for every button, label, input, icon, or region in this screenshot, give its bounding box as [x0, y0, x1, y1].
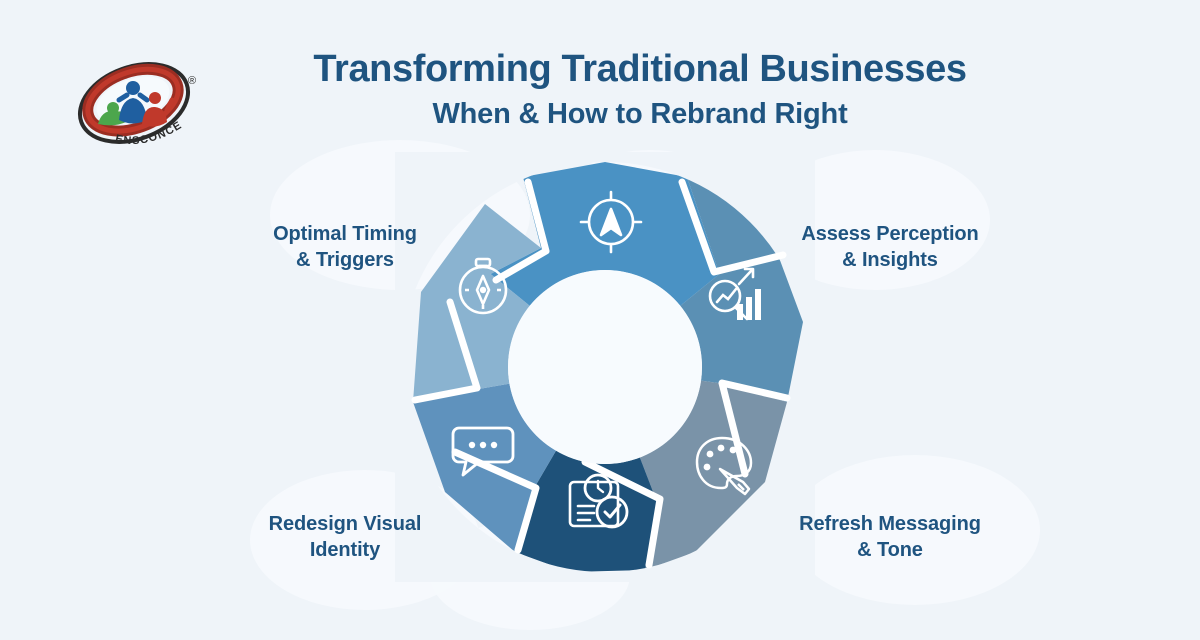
- label-optimal-timing-line1: Optimal Timing: [273, 223, 417, 245]
- label-optimal-timing: Optimal Timing & Triggers: [205, 222, 485, 273]
- page-subtitle: When & How to Rebrand Right: [432, 97, 848, 130]
- divider-6: [411, 298, 481, 404]
- divider-4: [581, 458, 664, 569]
- label-redesign-identity: Redesign Visual Identity: [205, 512, 485, 563]
- document-clock-check-icon: [568, 473, 629, 529]
- divider-1: [492, 178, 550, 284]
- ensconce-logo: ENSCONCE ®: [72, 48, 202, 153]
- chat-bubble-dots-icon: [451, 426, 515, 477]
- label-redesign-identity-line1: Redesign Visual: [268, 513, 422, 535]
- label-refresh-messaging-line2: & Tone: [857, 538, 923, 561]
- compass-needle-icon: [458, 257, 508, 315]
- compass-target-icon: [579, 190, 643, 254]
- label-assess-perception-line2: & Insights: [842, 248, 938, 271]
- paint-palette-icon: [695, 436, 753, 496]
- label-assess-perception: Assess Perception & Insights: [740, 222, 1040, 273]
- label-optimal-timing-line2: & Triggers: [296, 248, 394, 271]
- title-block: Transforming Traditional Businesses When…: [260, 48, 1020, 131]
- registered-trademark-icon: ®: [188, 75, 196, 87]
- divider-2: [678, 178, 787, 276]
- label-refresh-messaging-line1: Refresh Messaging: [799, 513, 981, 535]
- donut-center-hole: [508, 270, 702, 464]
- label-assess-perception-line1: Assess Perception: [801, 223, 979, 245]
- rebrand-cycle-chart: [395, 152, 815, 582]
- divider-3: [718, 379, 791, 478]
- divider-5: [451, 448, 540, 554]
- magnifier-bar-chart-icon: [708, 267, 761, 321]
- label-refresh-messaging: Refresh Messaging & Tone: [740, 512, 1040, 563]
- label-redesign-identity-line2: Identity: [309, 538, 381, 561]
- page-title: Transforming Traditional Businesses: [313, 48, 967, 90]
- logo-graphic: ENSCONCE ®: [77, 62, 196, 147]
- segment-dividers: [411, 178, 791, 569]
- header: ENSCONCE ® Transforming Traditional Busi…: [0, 0, 1200, 150]
